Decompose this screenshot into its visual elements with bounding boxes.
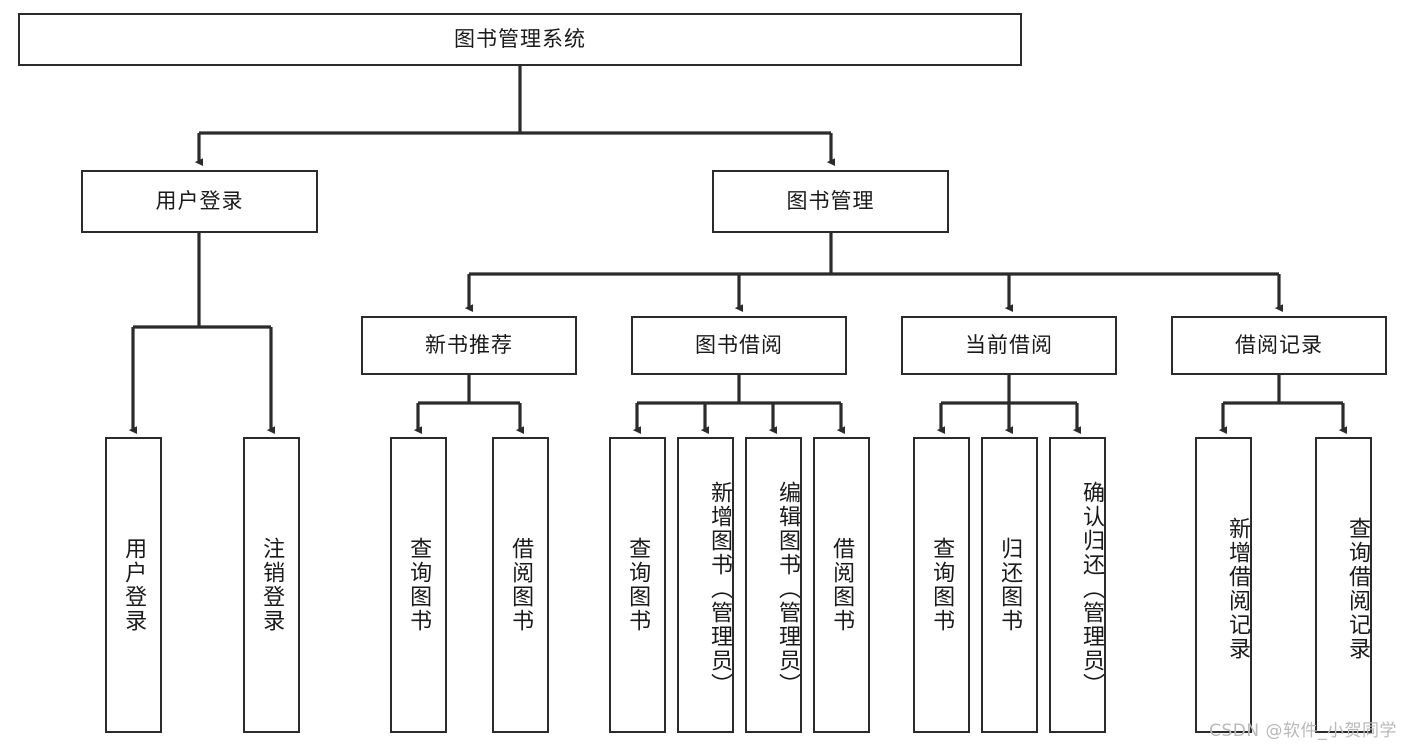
node-leaf-newbook-borrow-book[interactable]: 借阅图书 [492, 437, 549, 733]
node-leaf-borrow-query-book[interactable]: 查询图书 [609, 437, 666, 733]
node-leaf-record-query-record-label: 查询借阅记录 [1345, 517, 1370, 661]
node-book-borrow[interactable]: 图书借阅 [631, 316, 847, 375]
node-leaf-record-add-record[interactable]: 新增借阅记录 [1195, 437, 1252, 733]
watermark-text: CSDN @软件_小贺同学 [1209, 721, 1397, 741]
node-leaf-record-query-record[interactable]: 查询借阅记录 [1315, 437, 1372, 733]
node-new-book-recommend-label: 新书推荐 [425, 332, 513, 357]
node-root[interactable]: 图书管理系统 [18, 13, 1022, 66]
node-leaf-borrow-query-book-label: 查询图书 [625, 537, 651, 633]
node-new-book-recommend[interactable]: 新书推荐 [361, 316, 577, 375]
node-borrow-record-label: 借阅记录 [1235, 332, 1323, 357]
node-leaf-user-logout[interactable]: 注销登录 [243, 437, 300, 733]
node-borrow-record[interactable]: 借阅记录 [1171, 316, 1387, 375]
node-leaf-borrow-add-book[interactable]: 新增图书（管理员） [677, 437, 734, 733]
node-leaf-borrow-edit-book[interactable]: 编辑图书（管理员） [745, 437, 802, 733]
node-book-management-module[interactable]: 图书管理 [712, 170, 949, 233]
node-leaf-record-add-record-label: 新增借阅记录 [1225, 517, 1250, 661]
node-current-borrow-label: 当前借阅 [965, 332, 1053, 357]
node-leaf-borrow-edit-book-label: 编辑图书（管理员） [775, 481, 800, 697]
node-leaf-borrow-add-book-label: 新增图书（管理员） [707, 481, 732, 697]
node-leaf-newbook-query-book[interactable]: 查询图书 [390, 437, 447, 733]
node-leaf-current-query-book-label: 查询图书 [929, 537, 955, 633]
node-leaf-current-query-book[interactable]: 查询图书 [913, 437, 970, 733]
node-leaf-current-confirm-return[interactable]: 确认归还（管理员） [1049, 437, 1106, 733]
node-leaf-current-return-book-label: 归还图书 [997, 537, 1023, 633]
node-leaf-user-logout-label: 注销登录 [259, 537, 285, 633]
node-root-label: 图书管理系统 [454, 26, 586, 51]
node-book-management-module-label: 图书管理 [786, 188, 875, 213]
node-user-login-module-label: 用户登录 [155, 188, 244, 213]
node-leaf-current-confirm-return-label: 确认归还（管理员） [1079, 481, 1104, 697]
node-current-borrow[interactable]: 当前借阅 [901, 316, 1117, 375]
node-leaf-newbook-borrow-book-label: 借阅图书 [508, 537, 534, 633]
node-leaf-current-return-book[interactable]: 归还图书 [981, 437, 1038, 733]
node-user-login-module[interactable]: 用户登录 [81, 170, 318, 233]
node-leaf-user-login[interactable]: 用户登录 [105, 437, 162, 733]
node-book-borrow-label: 图书借阅 [695, 332, 783, 357]
node-leaf-newbook-query-book-label: 查询图书 [406, 537, 432, 633]
node-leaf-borrow-borrow-book-label: 借阅图书 [829, 537, 855, 633]
node-leaf-user-login-label: 用户登录 [121, 537, 147, 633]
node-leaf-borrow-borrow-book[interactable]: 借阅图书 [813, 437, 870, 733]
